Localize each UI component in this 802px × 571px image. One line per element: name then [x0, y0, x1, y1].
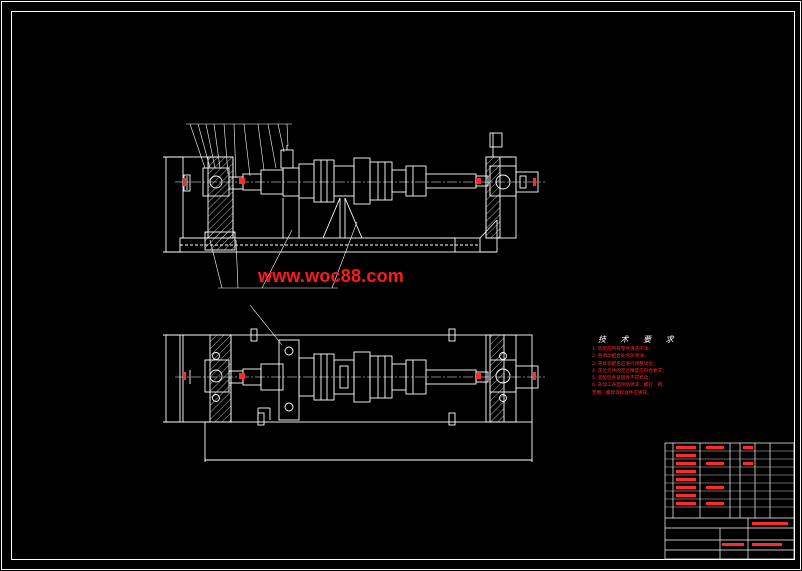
- front-view: [163, 123, 545, 289]
- tech-requirement-item: 垫圈、螺母等标准件应镀锌。: [592, 390, 652, 396]
- tech-requirement-item: 5. 装配后各紧固件不得松动；: [592, 376, 653, 382]
- tech-requirement-item: 4. 定位元件的定位精度应符合要求；: [592, 368, 667, 374]
- watermark-text: www.woc88.com: [258, 266, 404, 286]
- tech-requirements-title: 技 术 要 求: [598, 335, 680, 344]
- title-block: [664, 442, 795, 560]
- title-block-red-entries: [676, 446, 788, 546]
- tech-requirement-item: 2. 各滑动配合处涂润滑油；: [592, 354, 649, 360]
- tech-requirement-item: 3. 夹具装配后应进行调整试验；: [592, 361, 658, 367]
- tech-requirement-item: 1. 装配前所有零件清洗干净；: [592, 347, 653, 352]
- inner-border: [11, 11, 795, 560]
- tech-requirements-list: 1. 装配前所有零件清洗干净； 2. 各滑动配合处涂润滑油； 3. 夹具装配后应…: [592, 346, 667, 397]
- tech-requirement-item: 6. 非加工表面涂防锈漆，螺钉、销、: [592, 383, 667, 389]
- dimension-marks: [183, 178, 536, 380]
- plan-view: [163, 304, 545, 462]
